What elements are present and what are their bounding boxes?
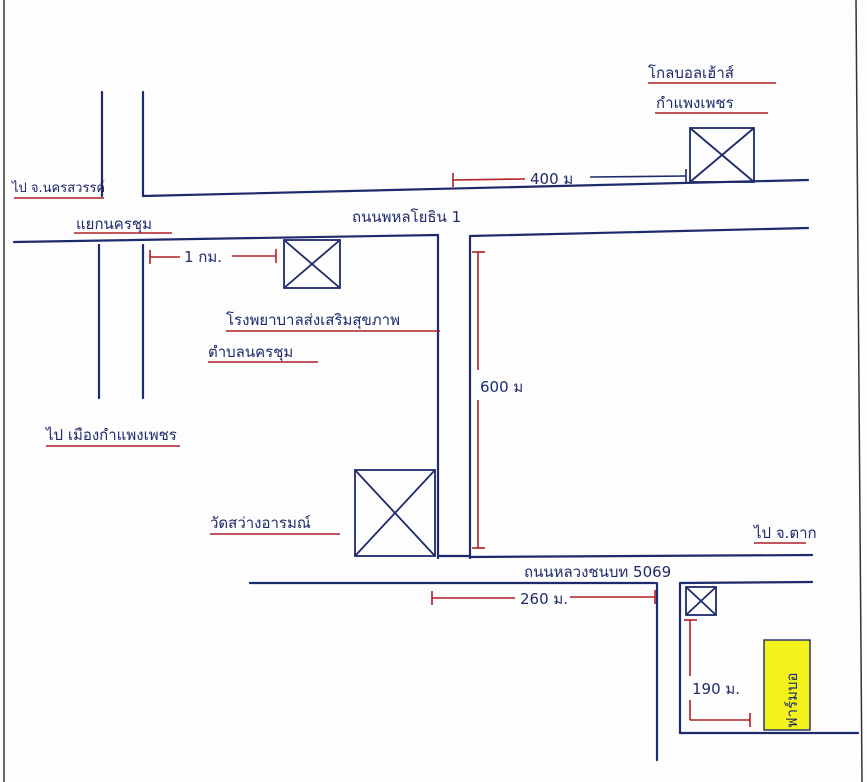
hospital-building bbox=[283, 239, 341, 289]
road-highway-5069 bbox=[248, 553, 814, 585]
right-page-edge bbox=[855, 0, 863, 782]
golf-house-label: โกลบอลเฮ้าส์ bbox=[648, 64, 734, 82]
label-underlines bbox=[14, 82, 806, 544]
intersection-label: แยกนครชุม bbox=[76, 215, 152, 234]
highway-label: ถนนหลวงชนบท 5069 bbox=[524, 563, 671, 581]
dist-400-label: 400 ม bbox=[530, 170, 573, 188]
hospital-sub-label: ตำบลนครชุม bbox=[208, 343, 293, 362]
to-nakhon-sawan-label: ไป จ.นครสวรรค์ bbox=[11, 180, 105, 196]
small-building bbox=[685, 586, 717, 616]
golf-house-building bbox=[689, 127, 755, 183]
road-vertical-center bbox=[436, 233, 472, 560]
dist-190-label: 190 ม. bbox=[692, 680, 740, 698]
destination-label: ฟาร์มบอ bbox=[783, 672, 801, 728]
to-kamphaeng-label: ไป เมืองกำแพงเพชร bbox=[45, 426, 177, 444]
dim-600 bbox=[472, 251, 485, 549]
dim-260 bbox=[431, 590, 656, 605]
golf-house-sub-label: กำแพงเพชร bbox=[656, 94, 734, 112]
dist-600-label: 600 ม bbox=[480, 378, 523, 396]
dim-190 bbox=[684, 619, 751, 727]
dist-260-label: 260 ม. bbox=[520, 590, 568, 608]
hospital-label: โรงพยาบาลส่งเสริมสุขภาพ bbox=[226, 311, 400, 330]
dim-1km bbox=[149, 249, 277, 264]
dim-400 bbox=[452, 169, 687, 187]
dist-1km-label: 1 กม. bbox=[184, 248, 222, 266]
to-tak-label: ไป จ.ตาก bbox=[753, 524, 817, 542]
temple-label: วัดสว่างอารมณ์ bbox=[210, 514, 311, 532]
destination-highlight bbox=[763, 639, 811, 731]
temple-building bbox=[354, 469, 436, 557]
road-destination bbox=[655, 581, 860, 762]
road-phahon-label: ถนนพหลโยธิน 1 bbox=[352, 208, 461, 226]
road-vertical-left bbox=[97, 90, 145, 400]
